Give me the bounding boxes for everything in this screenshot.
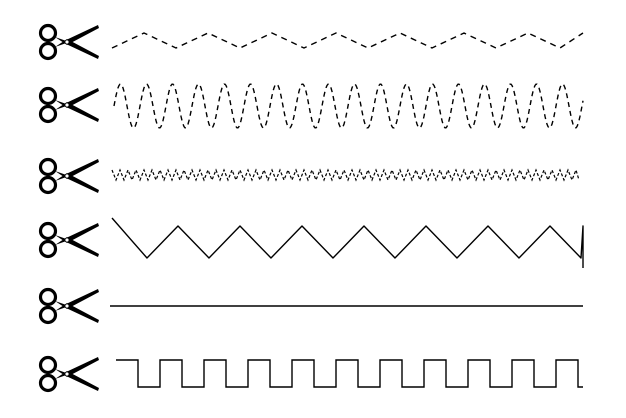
scissors-icon: [38, 287, 101, 325]
row-6: [38, 355, 583, 393]
scissors-icon: [38, 221, 101, 259]
scissors-icon: [38, 355, 101, 393]
solid-zigzag-cut-line: [111, 217, 584, 268]
solid-square-wave-cut-line: [116, 359, 583, 388]
row-2: [38, 83, 584, 129]
scissors-icon: [38, 86, 101, 124]
row-5: [38, 287, 583, 325]
row-4: [38, 217, 584, 268]
dashed-wave-cut-line: [113, 83, 584, 129]
row-1: [38, 23, 584, 61]
dashed-small-zigzag-cut-line: [111, 168, 580, 182]
scissors-icon: [38, 23, 101, 61]
row-3: [38, 157, 580, 195]
dashed-zigzag-cut-line: [111, 32, 584, 49]
scissors-icon: [38, 157, 101, 195]
